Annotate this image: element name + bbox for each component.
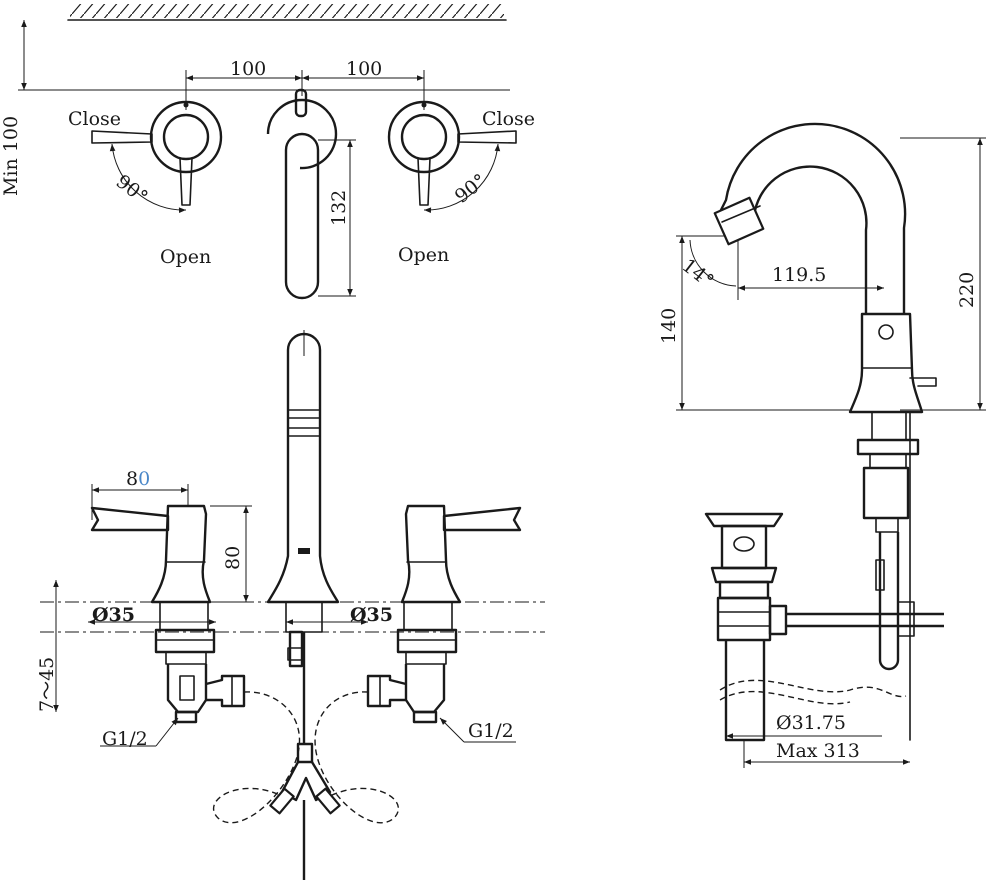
top-view [18,4,517,300]
dim-diameter-left: Ø35 [92,604,135,626]
spout-top [266,88,356,300]
dim-overall-height: 220 [956,271,978,308]
label-close-right: Close [482,108,536,130]
dim-handle-width: 80 [126,468,151,490]
label-thread-left: G1/2 [102,728,148,750]
dim-spout-clearance: 140 [658,307,680,344]
left-handle-top [91,100,223,214]
spout-front [266,330,341,880]
right-handle-top [387,100,517,214]
label-thread-right: G1/2 [468,720,514,742]
dim-diameter-right: Ø35 [350,604,393,626]
label-open-right: Open [398,244,450,266]
dim-handle-height: 80 [222,545,244,570]
dim-drain-diameter: Ø31.75 [776,712,846,734]
label-close-left: Close [68,108,122,130]
dim-max-length: Max 313 [776,740,860,762]
front-view [40,330,545,880]
dim-spacing-left: 100 [230,58,267,80]
side-view [676,122,986,768]
dim-deck-thickness: 7～45 [36,656,58,712]
dim-spout-length: 132 [328,189,350,226]
dim-min-wall: Min 100 [0,115,22,196]
left-valve-front [90,504,301,824]
ceiling-hatch [70,4,504,18]
right-valve-front [314,504,522,824]
label-open-left: Open [160,246,212,268]
dim-spacing-right: 100 [346,58,383,80]
dim-spout-reach: 119.5 [772,264,827,286]
